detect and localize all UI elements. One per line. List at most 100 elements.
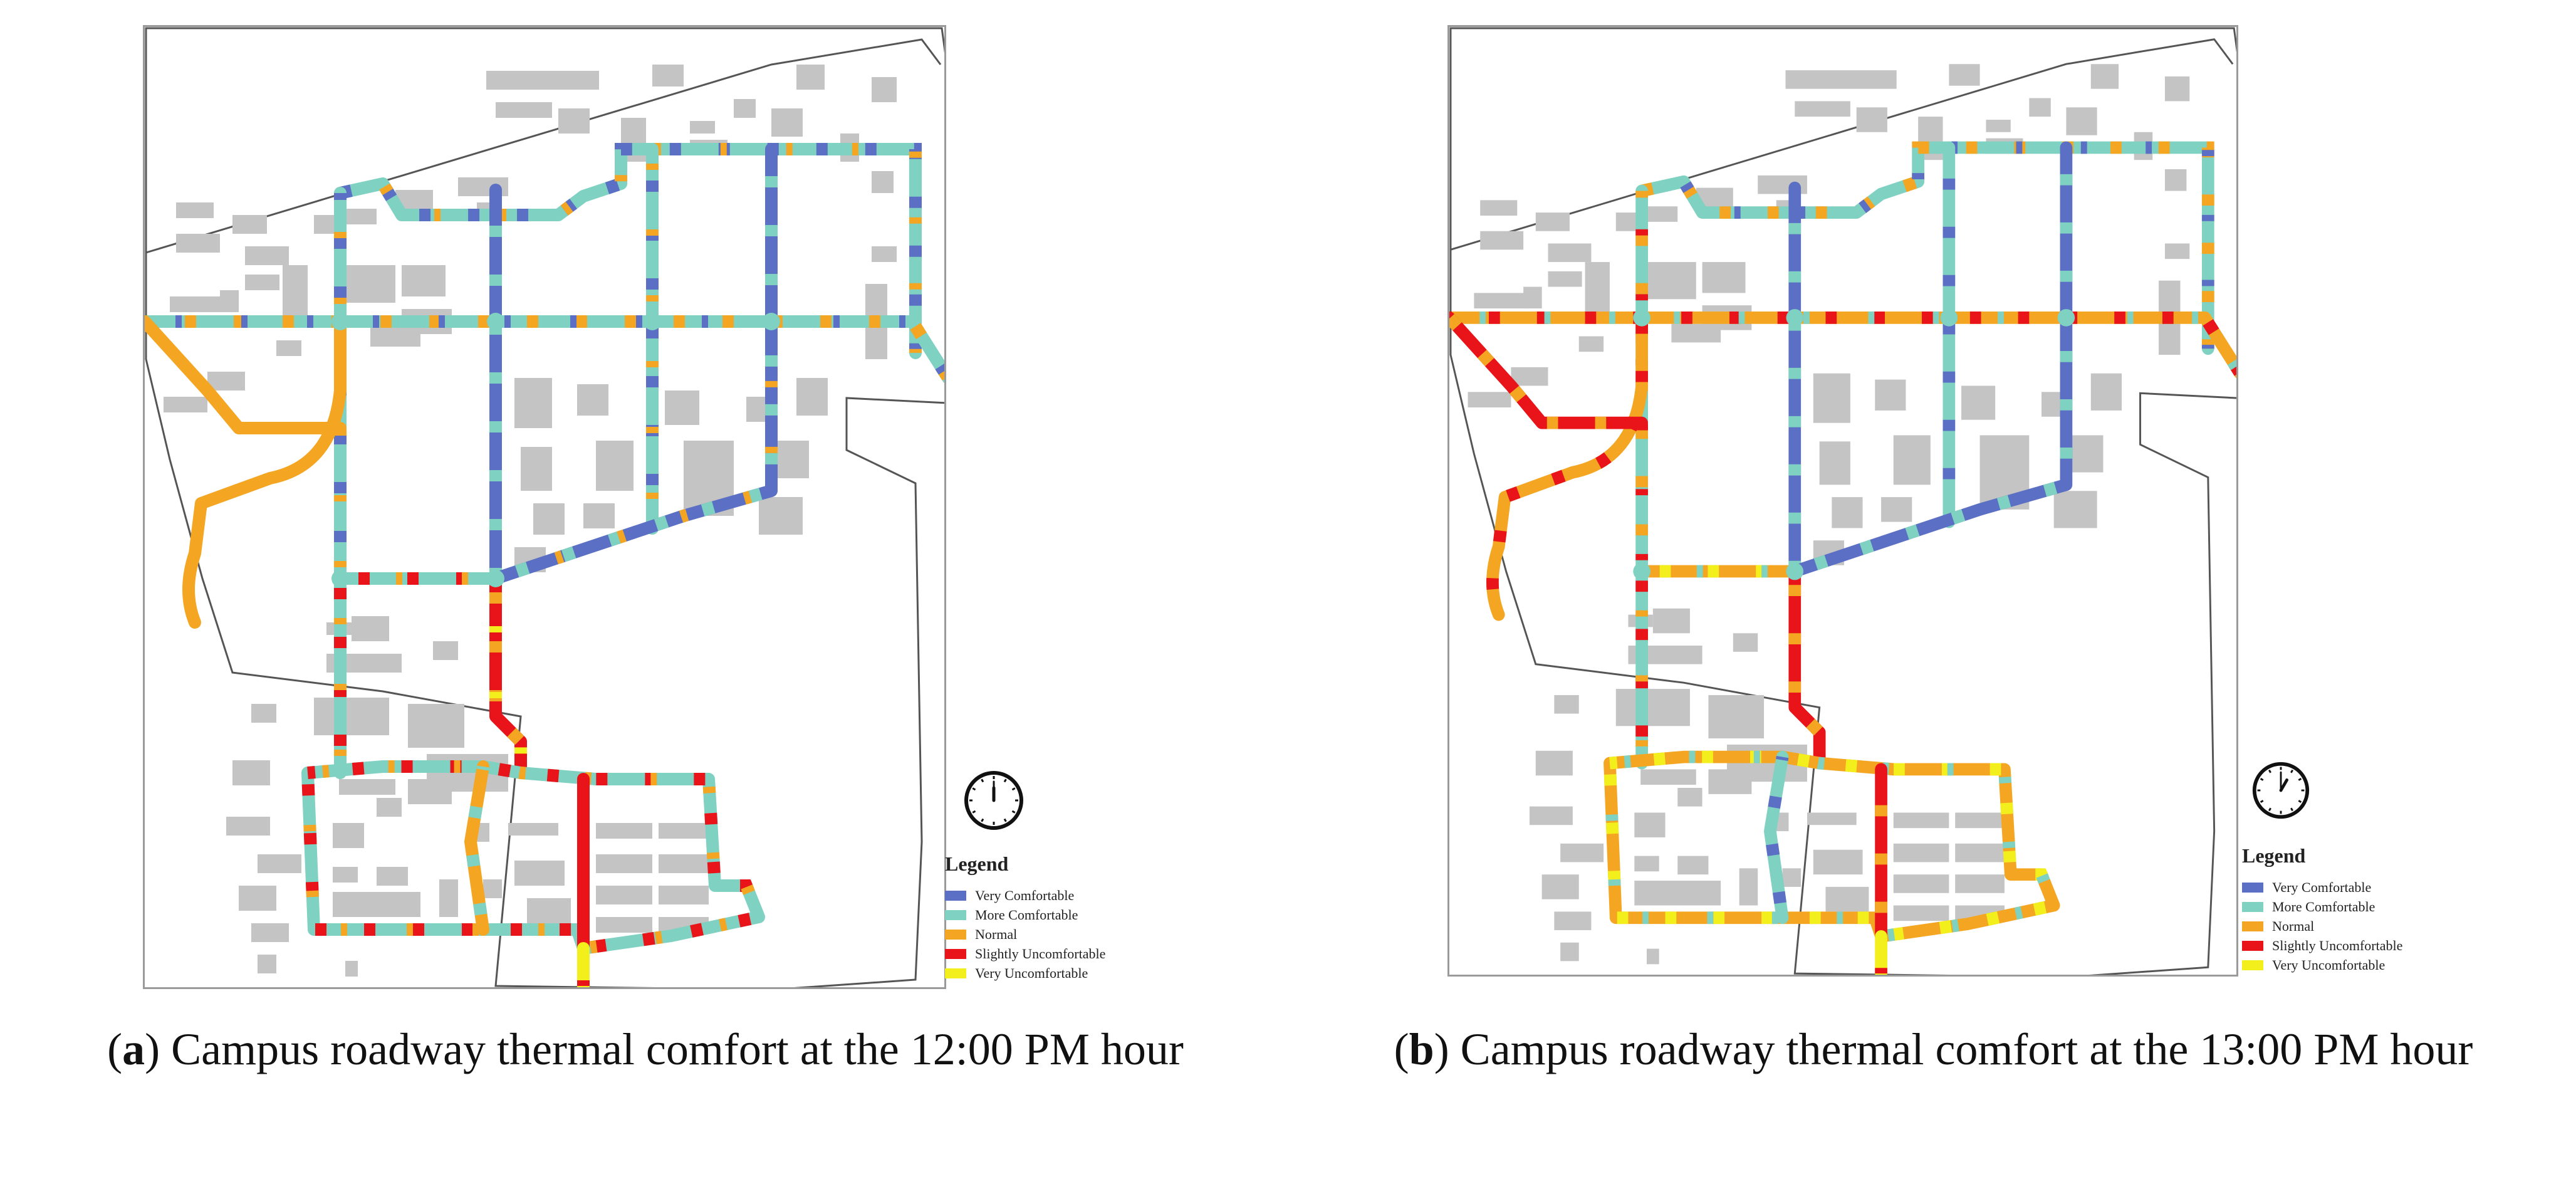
building <box>1535 212 1570 231</box>
legend-swatch <box>945 890 966 901</box>
building <box>577 384 608 416</box>
building <box>533 503 565 535</box>
building <box>1795 101 1850 117</box>
building <box>345 209 377 224</box>
building <box>690 121 715 134</box>
road-segment-overlay <box>338 143 922 353</box>
building <box>1813 373 1850 423</box>
building <box>1535 750 1573 776</box>
building <box>258 955 276 973</box>
building <box>1893 812 1949 829</box>
road-segment-overlay <box>1788 571 1826 763</box>
building <box>659 886 709 904</box>
road-segment-overlay <box>1449 312 2236 377</box>
legend-label: Normal <box>2272 918 2315 934</box>
road-intersection <box>1786 562 1804 580</box>
legend-swatch <box>945 929 966 940</box>
building <box>1585 262 1610 312</box>
building <box>759 497 803 535</box>
building <box>1955 843 2005 862</box>
building <box>1986 120 2011 132</box>
building <box>1677 856 1709 875</box>
building <box>1782 868 1802 887</box>
building <box>245 275 279 290</box>
road-segment <box>145 315 944 383</box>
legend-title: Legend <box>945 852 1009 875</box>
legend-label: Normal <box>975 926 1018 942</box>
building <box>1647 262 1696 300</box>
road-segment-overlay <box>145 315 944 382</box>
road-segment <box>1788 565 1826 770</box>
building <box>333 892 420 917</box>
building <box>408 779 452 804</box>
building <box>402 265 446 296</box>
building <box>521 447 552 491</box>
building <box>251 923 289 942</box>
legend-item: Very Comfortable <box>945 886 1152 905</box>
building <box>1677 788 1703 807</box>
clock-tick <box>981 818 984 822</box>
clock-tick <box>1003 778 1007 783</box>
legend-swatch <box>2242 940 2263 951</box>
road-segment-overlay <box>1603 750 2063 943</box>
building <box>1893 435 1931 485</box>
building <box>1825 886 1869 912</box>
building <box>872 171 894 193</box>
building <box>872 246 897 262</box>
road-intersection <box>1786 309 1804 327</box>
road-segment <box>489 572 527 779</box>
legend-label: More Comfortable <box>2272 898 2375 914</box>
building <box>1949 64 1980 86</box>
legend-item: Very Comfortable <box>2242 878 2455 897</box>
road-segment-overlay <box>1793 317 2073 577</box>
road-intersection <box>1940 309 1958 327</box>
building <box>377 867 408 886</box>
building <box>1652 608 1690 634</box>
road-segment-overlay <box>301 760 768 956</box>
clock-tick <box>1003 818 1007 822</box>
building <box>439 879 458 917</box>
legend-swatch <box>2242 960 2263 970</box>
legend-swatch <box>2242 921 2263 931</box>
clock-tick <box>2260 800 2264 803</box>
clock-icon <box>964 771 1023 830</box>
building <box>2164 76 2190 102</box>
building <box>872 77 897 102</box>
clock-tick <box>2268 769 2271 773</box>
legend-swatch <box>945 909 966 920</box>
legend-swatch <box>945 948 966 959</box>
building <box>734 99 756 118</box>
building <box>207 372 245 390</box>
road-segment-overlay <box>489 579 527 773</box>
building <box>1560 843 1604 862</box>
legend-title: Legend <box>2242 844 2306 867</box>
building <box>333 823 364 848</box>
building <box>1813 849 1863 875</box>
clock-tick <box>2268 807 2271 812</box>
building <box>1856 107 1887 132</box>
building <box>1961 385 1996 420</box>
legend-label: Very Uncomfortable <box>2272 956 2386 973</box>
road-intersection <box>331 313 349 330</box>
building <box>170 296 226 312</box>
building <box>1480 200 1518 216</box>
road-intersection <box>1633 562 1650 580</box>
building <box>1560 942 1579 962</box>
building <box>176 234 220 253</box>
building <box>558 108 590 134</box>
building <box>527 898 571 923</box>
road-segment <box>1764 750 1789 925</box>
building <box>433 641 458 660</box>
legend-item: Slightly Uncomfortable <box>2242 936 2455 955</box>
road-segment <box>182 315 347 629</box>
campus-boundary-north <box>145 38 942 254</box>
legend-label: Slightly Uncomfortable <box>2272 937 2403 953</box>
building <box>1541 874 1579 899</box>
building <box>1468 392 1511 408</box>
clock-tick <box>981 778 984 783</box>
building <box>771 108 803 137</box>
clock-tick <box>972 810 976 814</box>
road-segment-overlay <box>1449 312 2236 377</box>
building <box>1708 769 1752 794</box>
clock-tick <box>2290 807 2293 812</box>
